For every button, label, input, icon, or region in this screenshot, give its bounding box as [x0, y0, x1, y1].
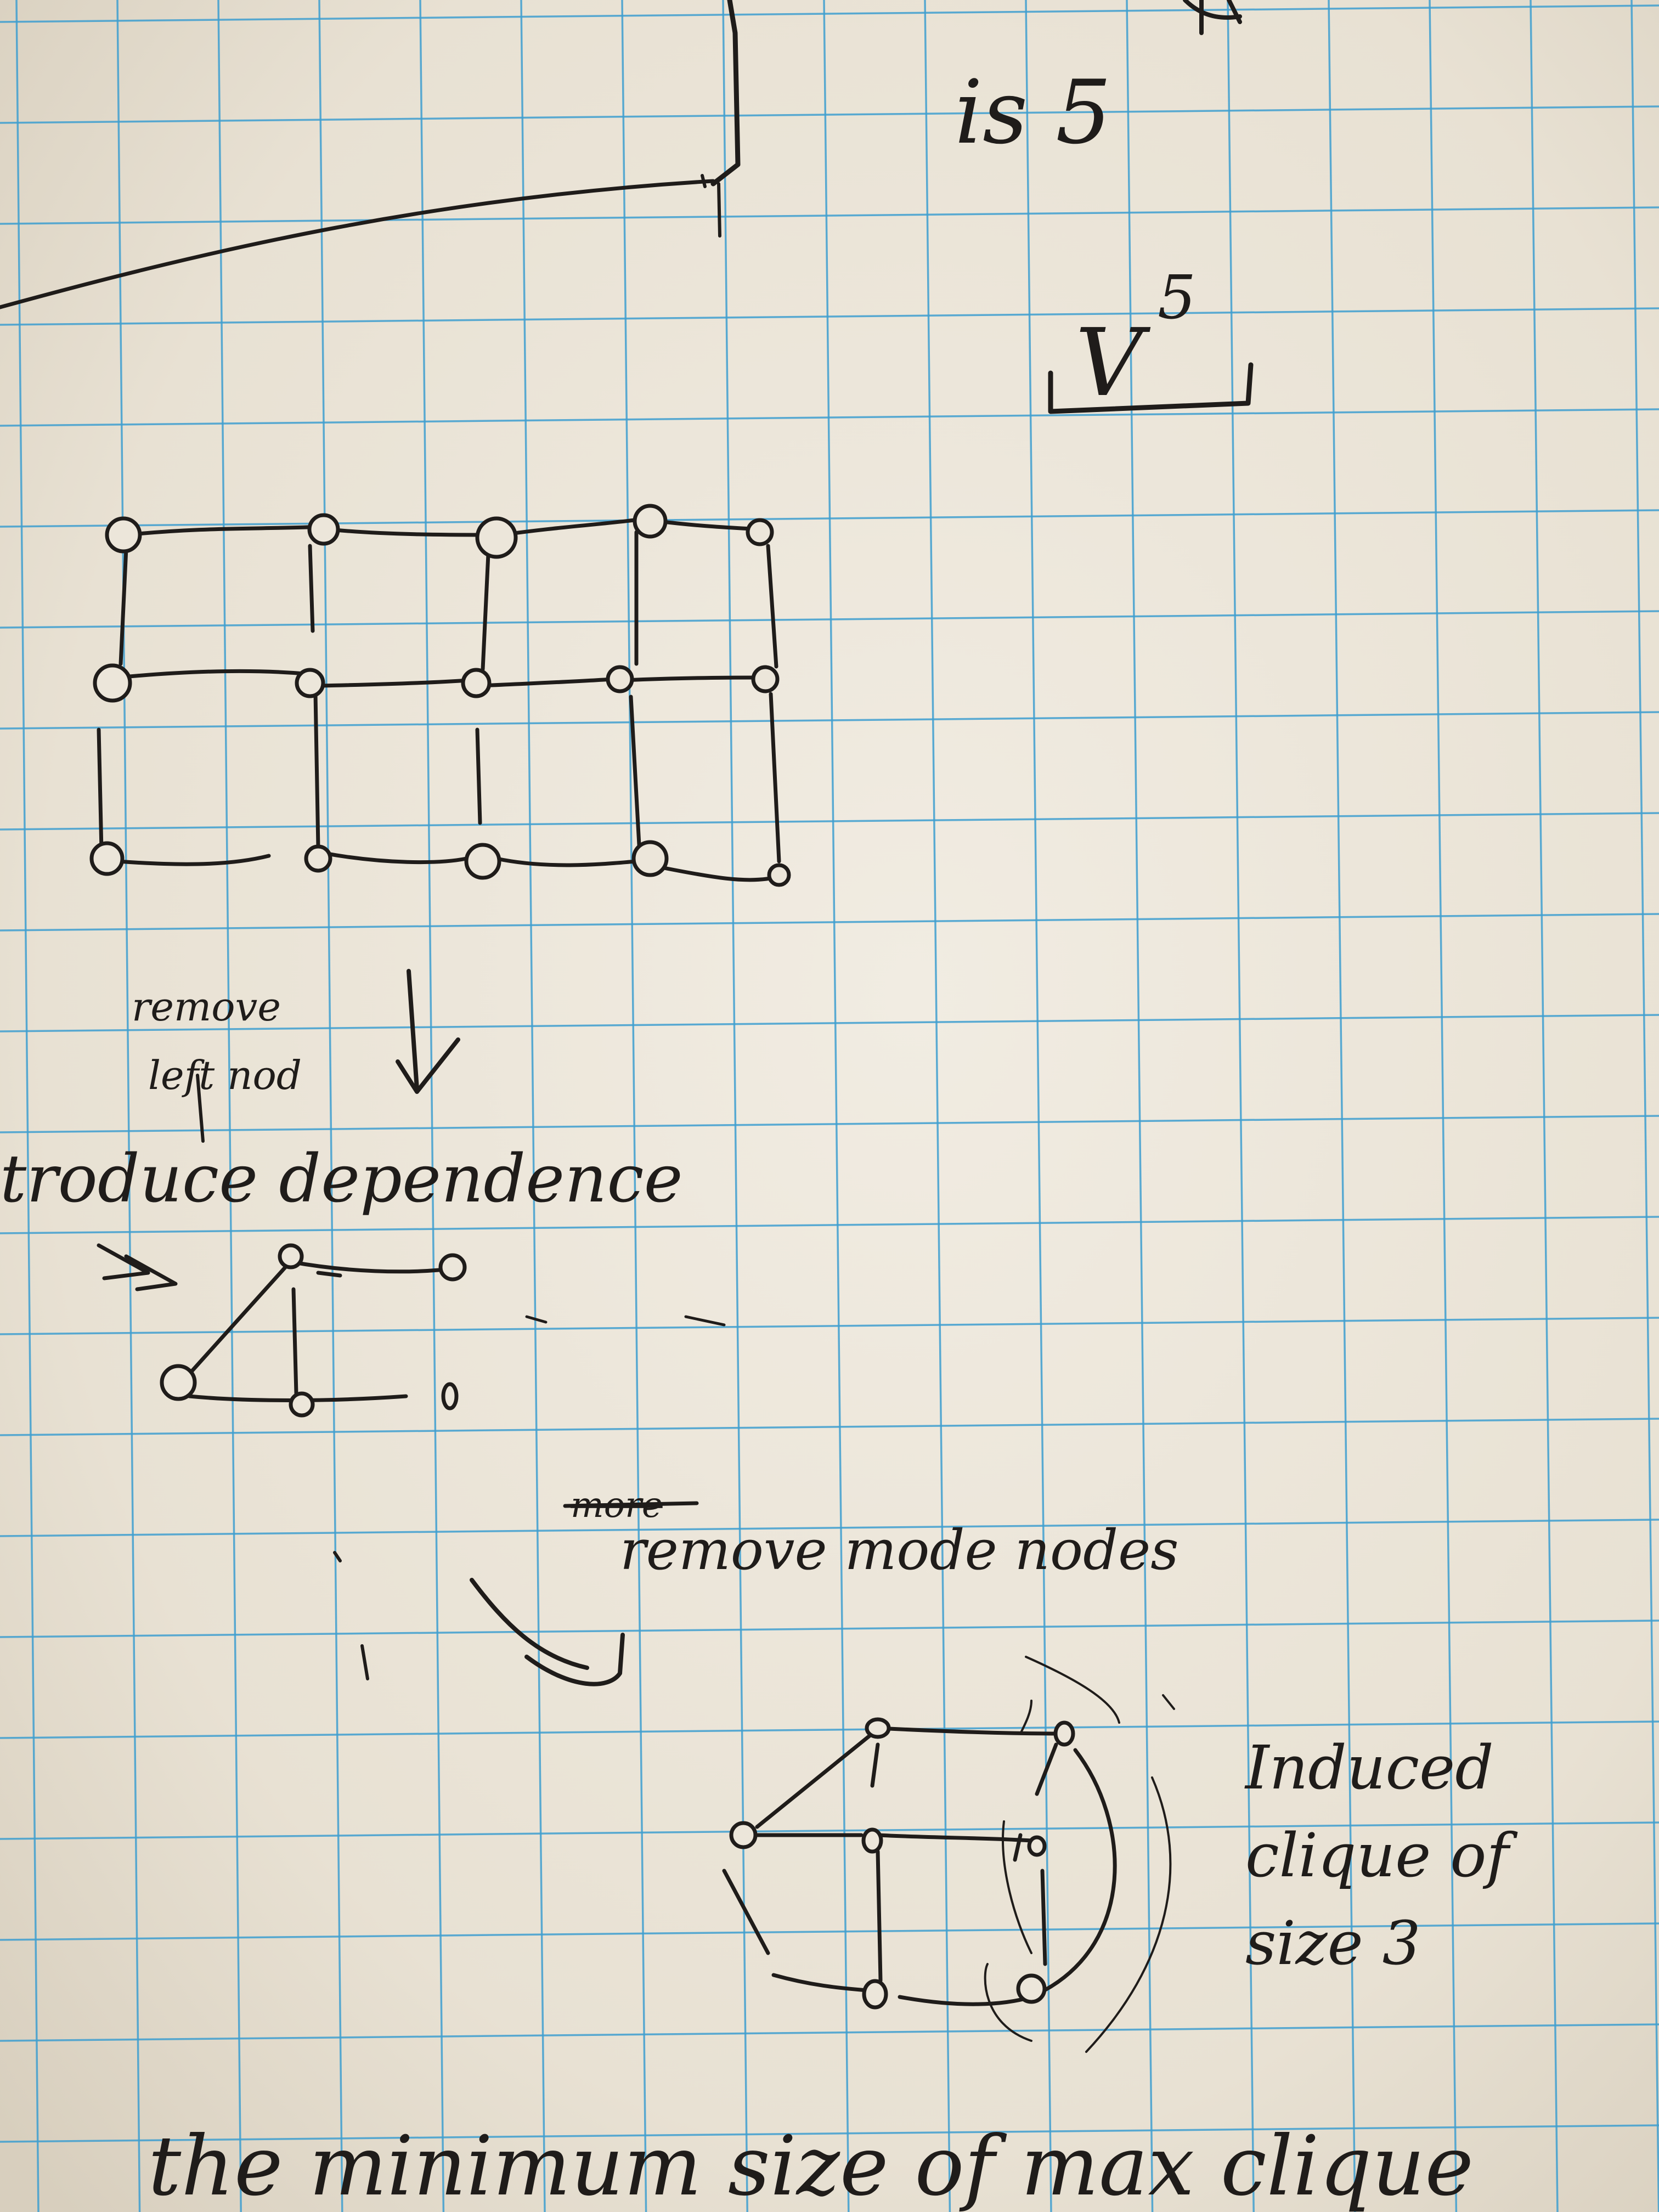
v-power-five: V 5 — [1048, 262, 1254, 417]
grid-line-vertical — [419, 0, 445, 2212]
grid-line-vertical — [217, 0, 242, 2212]
remove-line-2: left nod — [148, 1052, 302, 1098]
grid-line-horizontal — [0, 913, 1659, 932]
grid-line-horizontal — [0, 105, 1659, 124]
induced-line-3: size 3 — [1245, 1908, 1421, 1978]
grid-line-vertical — [318, 0, 343, 2212]
grid-line-vertical — [1227, 0, 1255, 2212]
curved-arrow-icon — [470, 1578, 625, 1686]
grid-line-horizontal — [0, 509, 1659, 528]
grid-line-horizontal — [0, 1216, 1659, 1234]
grid-line-horizontal — [0, 1821, 1659, 1840]
top-right-note: is 5 — [955, 0, 1242, 163]
top-curve-sketch — [0, 0, 741, 309]
grid-line-vertical — [1630, 0, 1659, 2212]
grid-line-vertical — [924, 0, 951, 2212]
grid-graph — [89, 504, 791, 887]
grid-line-horizontal — [0, 4, 1659, 23]
grid-line-horizontal — [0, 206, 1659, 225]
remove-left-text: remove left nod — [132, 984, 302, 1098]
induced-clique-text: Induced clique of size 3 — [1244, 1733, 1528, 1978]
induced-line-1: Induced — [1244, 1733, 1494, 1803]
grid-line-horizontal — [0, 1922, 1659, 1941]
grid-line-horizontal — [0, 1317, 1659, 1335]
remove-more-annotation: more remove mode nodes — [333, 1485, 1179, 1686]
grid-line-vertical — [1126, 0, 1154, 2212]
grid-line-vertical — [1530, 0, 1559, 2212]
grid-line-vertical — [15, 0, 40, 2212]
grid-line-vertical — [1429, 0, 1458, 2212]
grid-line-vertical — [823, 0, 850, 2212]
grid-line-horizontal — [0, 1418, 1659, 1436]
is-five-text: is 5 — [955, 61, 1111, 163]
introduce-dependence-text: troduce dependence — [0, 1141, 683, 1217]
grid-line-horizontal — [0, 1620, 1659, 1638]
grid-line-vertical — [621, 0, 647, 2212]
grid-line-horizontal — [0, 1519, 1659, 1537]
grid-line-horizontal — [0, 307, 1659, 326]
bottom-note-text: the minimum size of max clique — [148, 2119, 1474, 2212]
grid-line-horizontal — [0, 610, 1659, 629]
grid-line-vertical — [1328, 0, 1356, 2212]
grid-line-vertical — [116, 0, 141, 2212]
grid-line-horizontal — [0, 1014, 1659, 1032]
remove-more-text: remove mode nodes — [620, 1518, 1179, 1582]
down-arrow-icon — [396, 969, 460, 1094]
grid-line-horizontal — [0, 408, 1659, 427]
grid-line-horizontal — [0, 2124, 1659, 2143]
induced-line-2: clique of — [1245, 1820, 1518, 1891]
v-exponent-text: 5 — [1158, 262, 1196, 332]
grid-line-vertical — [520, 0, 546, 2212]
reduced-graph — [160, 1243, 726, 1418]
grid-line-horizontal — [0, 1115, 1659, 1133]
grid-line-horizontal — [0, 711, 1659, 730]
clique-graph — [722, 1656, 1175, 2053]
remove-line-1: remove — [132, 984, 281, 1030]
remove-left-annotation: remove left nod — [132, 969, 460, 1143]
grid-line-horizontal — [0, 1720, 1659, 1739]
v-base-text: V — [1075, 309, 1151, 417]
grid-line-horizontal — [0, 812, 1659, 831]
grid-line-vertical — [1025, 0, 1052, 2212]
double-chevron-icon — [97, 1243, 178, 1291]
grid-line-horizontal — [0, 2023, 1659, 2042]
